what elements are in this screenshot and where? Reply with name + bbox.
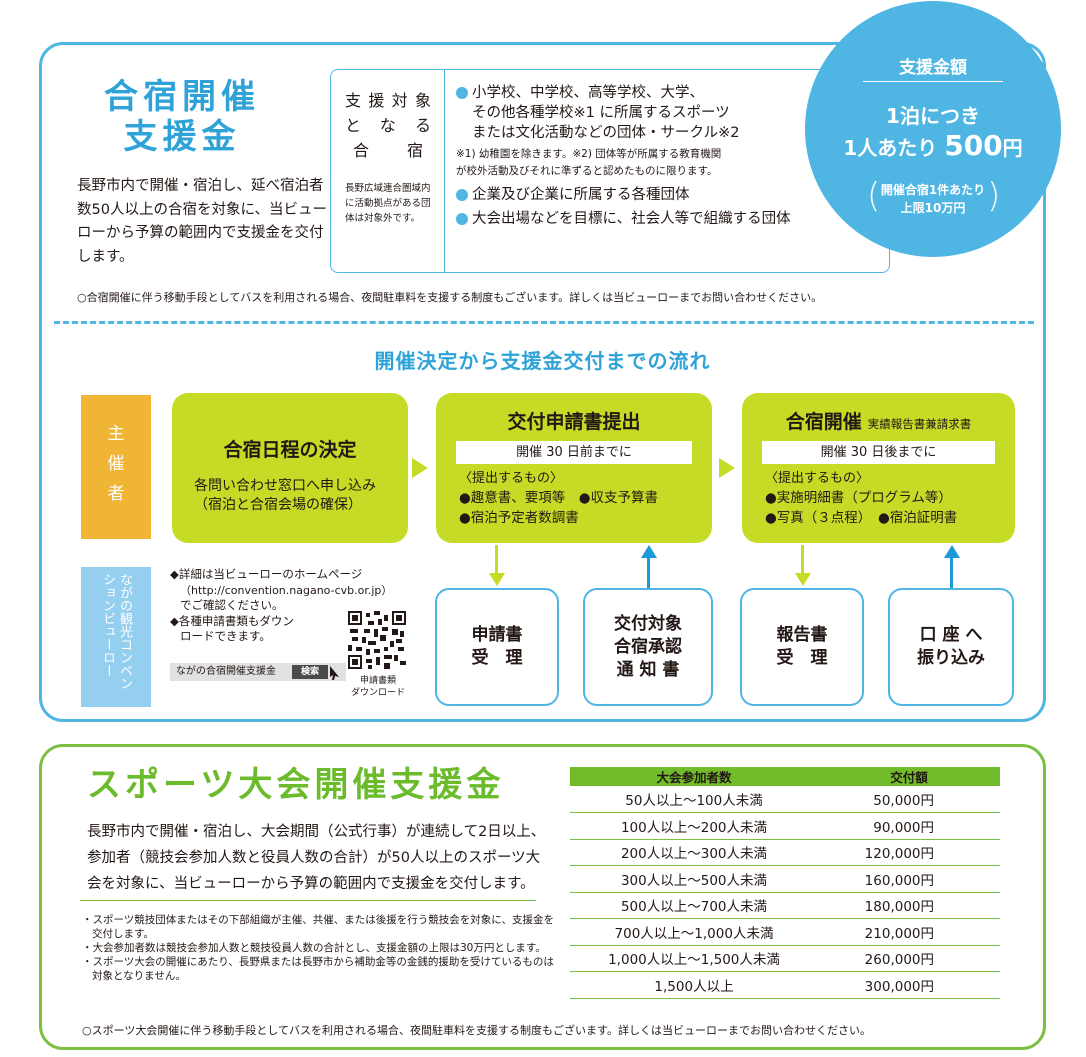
step-camp-held: 合宿開催実績報告書兼請求書 開催 30 日後までに 〈提出するもの〉 ●実施明細… [742,393,1015,543]
box-report-received: 報告書受 理 [740,588,864,706]
cap-text-1: 開催合宿1件あたり [880,183,986,197]
organizer-label: 主 催 者 [81,395,151,539]
table-header: 大会参加者数 交付額 [570,767,1000,786]
dashed-divider [54,321,1034,324]
arrow-up-line [950,558,953,588]
per-night-text: 1泊につき [886,104,980,128]
qr-caption: 申請書類 ダウンロード [350,676,405,698]
deadline-bar: 開催 30 日前までに [456,441,692,464]
cap-text-2: 上限10万円 [900,201,966,215]
section-divider [80,900,536,901]
camp-support-description: 長野市内で開催・宿泊し、延べ宿泊者数50人以上の合宿を対象に、当ビューローから予… [77,178,328,265]
circle-divider [863,81,1003,82]
paren-right: ) [987,176,1001,216]
box-application-received: 申請書受 理 [435,588,559,706]
arrow-down-icon [489,573,505,586]
target-item-companies: 企業及び企業に所属する各種団体 [456,185,886,205]
qr-code-icon[interactable] [348,611,406,669]
target-list: 小学校、中学校、高等学校、大学、 その他各種学校※1 に所属するスポーツ または… [456,83,886,229]
arrow-down-line [801,545,804,575]
arrow-down-line [495,545,498,575]
step-schedule-decision: 合宿日程の決定 各問い合わせ窓口へ申し込み （宿泊と合宿会場の確保） [172,393,408,543]
website-link[interactable]: （http://convention.nagano-cvb.or.jp） [180,583,393,597]
website-info: ◆詳細は当ビューローのホームページ （http://convention.nag… [170,567,420,645]
bus-parking-note: ○合宿開催に伴う移動手段としてバスを利用される場合、夜間駐車料を支援する制度もご… [77,291,823,304]
header-amount: 交付額 [818,767,1000,786]
search-button[interactable]: 検索 [292,665,328,679]
sports-notes: ・スポーツ競技団体またはその下部組織が主催、共催、または後援を行う競技会を対象に… [82,914,554,982]
deadline-bar: 開催 30 日後までに [762,441,995,464]
target-item-schools: 小学校、中学校、高等学校、大学、 その他各種学校※1 に所属するスポーツ または… [456,83,886,143]
target-footnotes: ※1) 幼稚園を除きます。※2) 団体等が所属する教育機関 が校外活動及びそれに… [456,148,722,177]
target-box: 支援対象 となる 合宿 長野広域連合圏域内に活動拠点がある団体は対象外です。 小… [330,69,890,273]
target-label: 支援対象 となる 合宿 [345,91,431,160]
bus-parking-note: ○スポーツ大会開催に伴う移動手段としてバスを利用される場合、夜間駐車料を支援する… [82,1024,871,1037]
sports-support-description: 長野市内で開催・宿泊し、大会期間（公式行事）が連続して2日以上、参加者（競技会参… [87,824,546,892]
arrow-up-line [647,558,650,588]
flow-title: 開催決定から支援金交付までの流れ [374,349,711,373]
support-amount-circle: 支援金額 1泊につき 1人あたり 500円 ( ) 開催合宿1件あたり 上限10… [805,1,1061,257]
sports-support-title: スポーツ大会開催支援金 [87,765,505,805]
target-note: 長野広域連合圏域内に活動拠点がある団体は対象外です。 [345,183,431,224]
target-label-column: 支援対象 となる 合宿 長野広域連合圏域内に活動拠点がある団体は対象外です。 [331,70,445,272]
arrow-up-icon [944,545,960,558]
header-participants: 大会参加者数 [570,767,818,786]
step-application-submit: 交付申請書提出 開催 30 日前までに 〈提出するもの〉 ●趣意書、要項等 ●収… [436,393,712,543]
arrow-right-icon [719,458,735,478]
arrow-down-icon [795,573,811,586]
sports-support-section: スポーツ大会開催支援金 長野市内で開催・宿泊し、大会期間（公式行事）が連続して2… [39,744,1046,1050]
paren-left: ( [867,176,881,216]
arrow-up-icon [641,545,657,558]
support-amount-title: 支援金額 [899,58,967,78]
box-approval-notice: 交付対象合宿承認通 知 書 [583,588,713,706]
target-item-adults: 大会出場などを目標に、社会人等で組織する団体 [456,209,886,229]
camp-support-title: 合宿開催 支援金 [104,77,260,157]
box-bank-transfer: 口 座 へ振り込み [888,588,1014,706]
per-person-amount: 1人あたり 500円 [843,129,1023,162]
arrow-right-icon [412,458,428,478]
bureau-label: ながの観光コンベンションビューロー [81,567,151,707]
cursor-icon [330,666,339,680]
camp-support-section: 合宿開催 支援金 長野市内で開催・宿泊し、延べ宿泊者数50人以上の合宿を対象に、… [39,1,1061,722]
